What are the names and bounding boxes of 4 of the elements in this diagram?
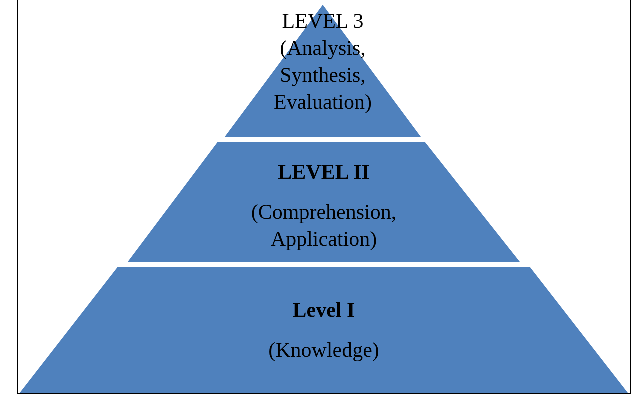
level-heading: Level I: [292, 297, 356, 324]
level-description: (Knowledge): [268, 337, 380, 364]
level-heading: LEVEL II: [277, 159, 371, 186]
level-description: (Comprehension, Application): [250, 199, 398, 253]
